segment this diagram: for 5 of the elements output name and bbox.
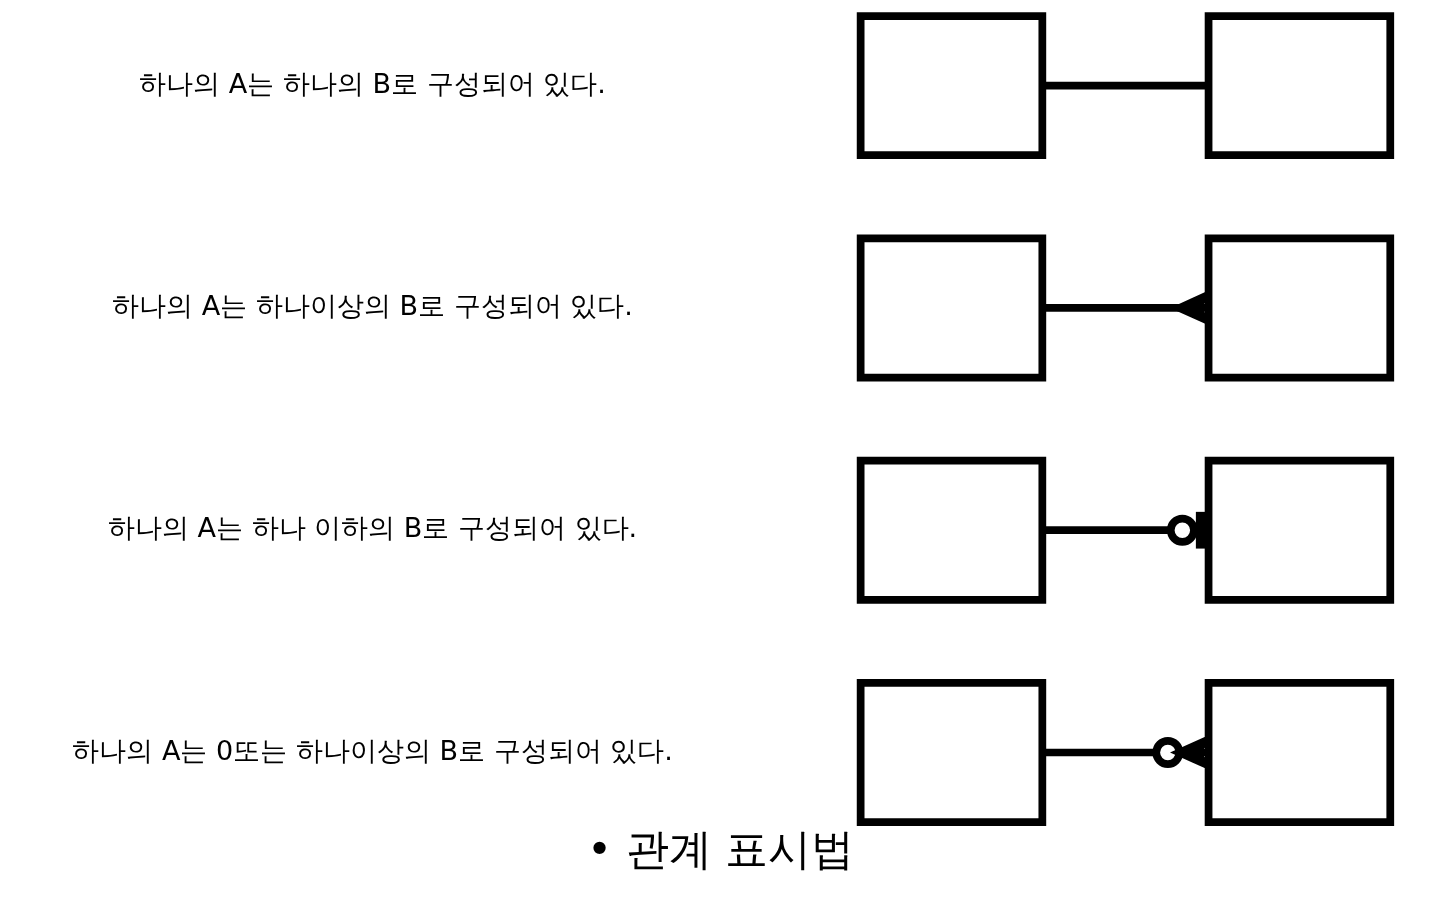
label: 하나의 A는 하나의 B로 구성되어 있다. (138, 67, 606, 99)
label: 하나의 A는 하나이상의 B로 구성되어 있다. (111, 290, 633, 322)
label: 하나의 A는 0또는 하나이상의 B로 구성되어 있다. (71, 734, 673, 766)
label: 하나의 A는 하나 이하의 B로 구성되어 있다. (107, 512, 637, 544)
diagram-title: • 관계 표시법 (586, 824, 854, 874)
